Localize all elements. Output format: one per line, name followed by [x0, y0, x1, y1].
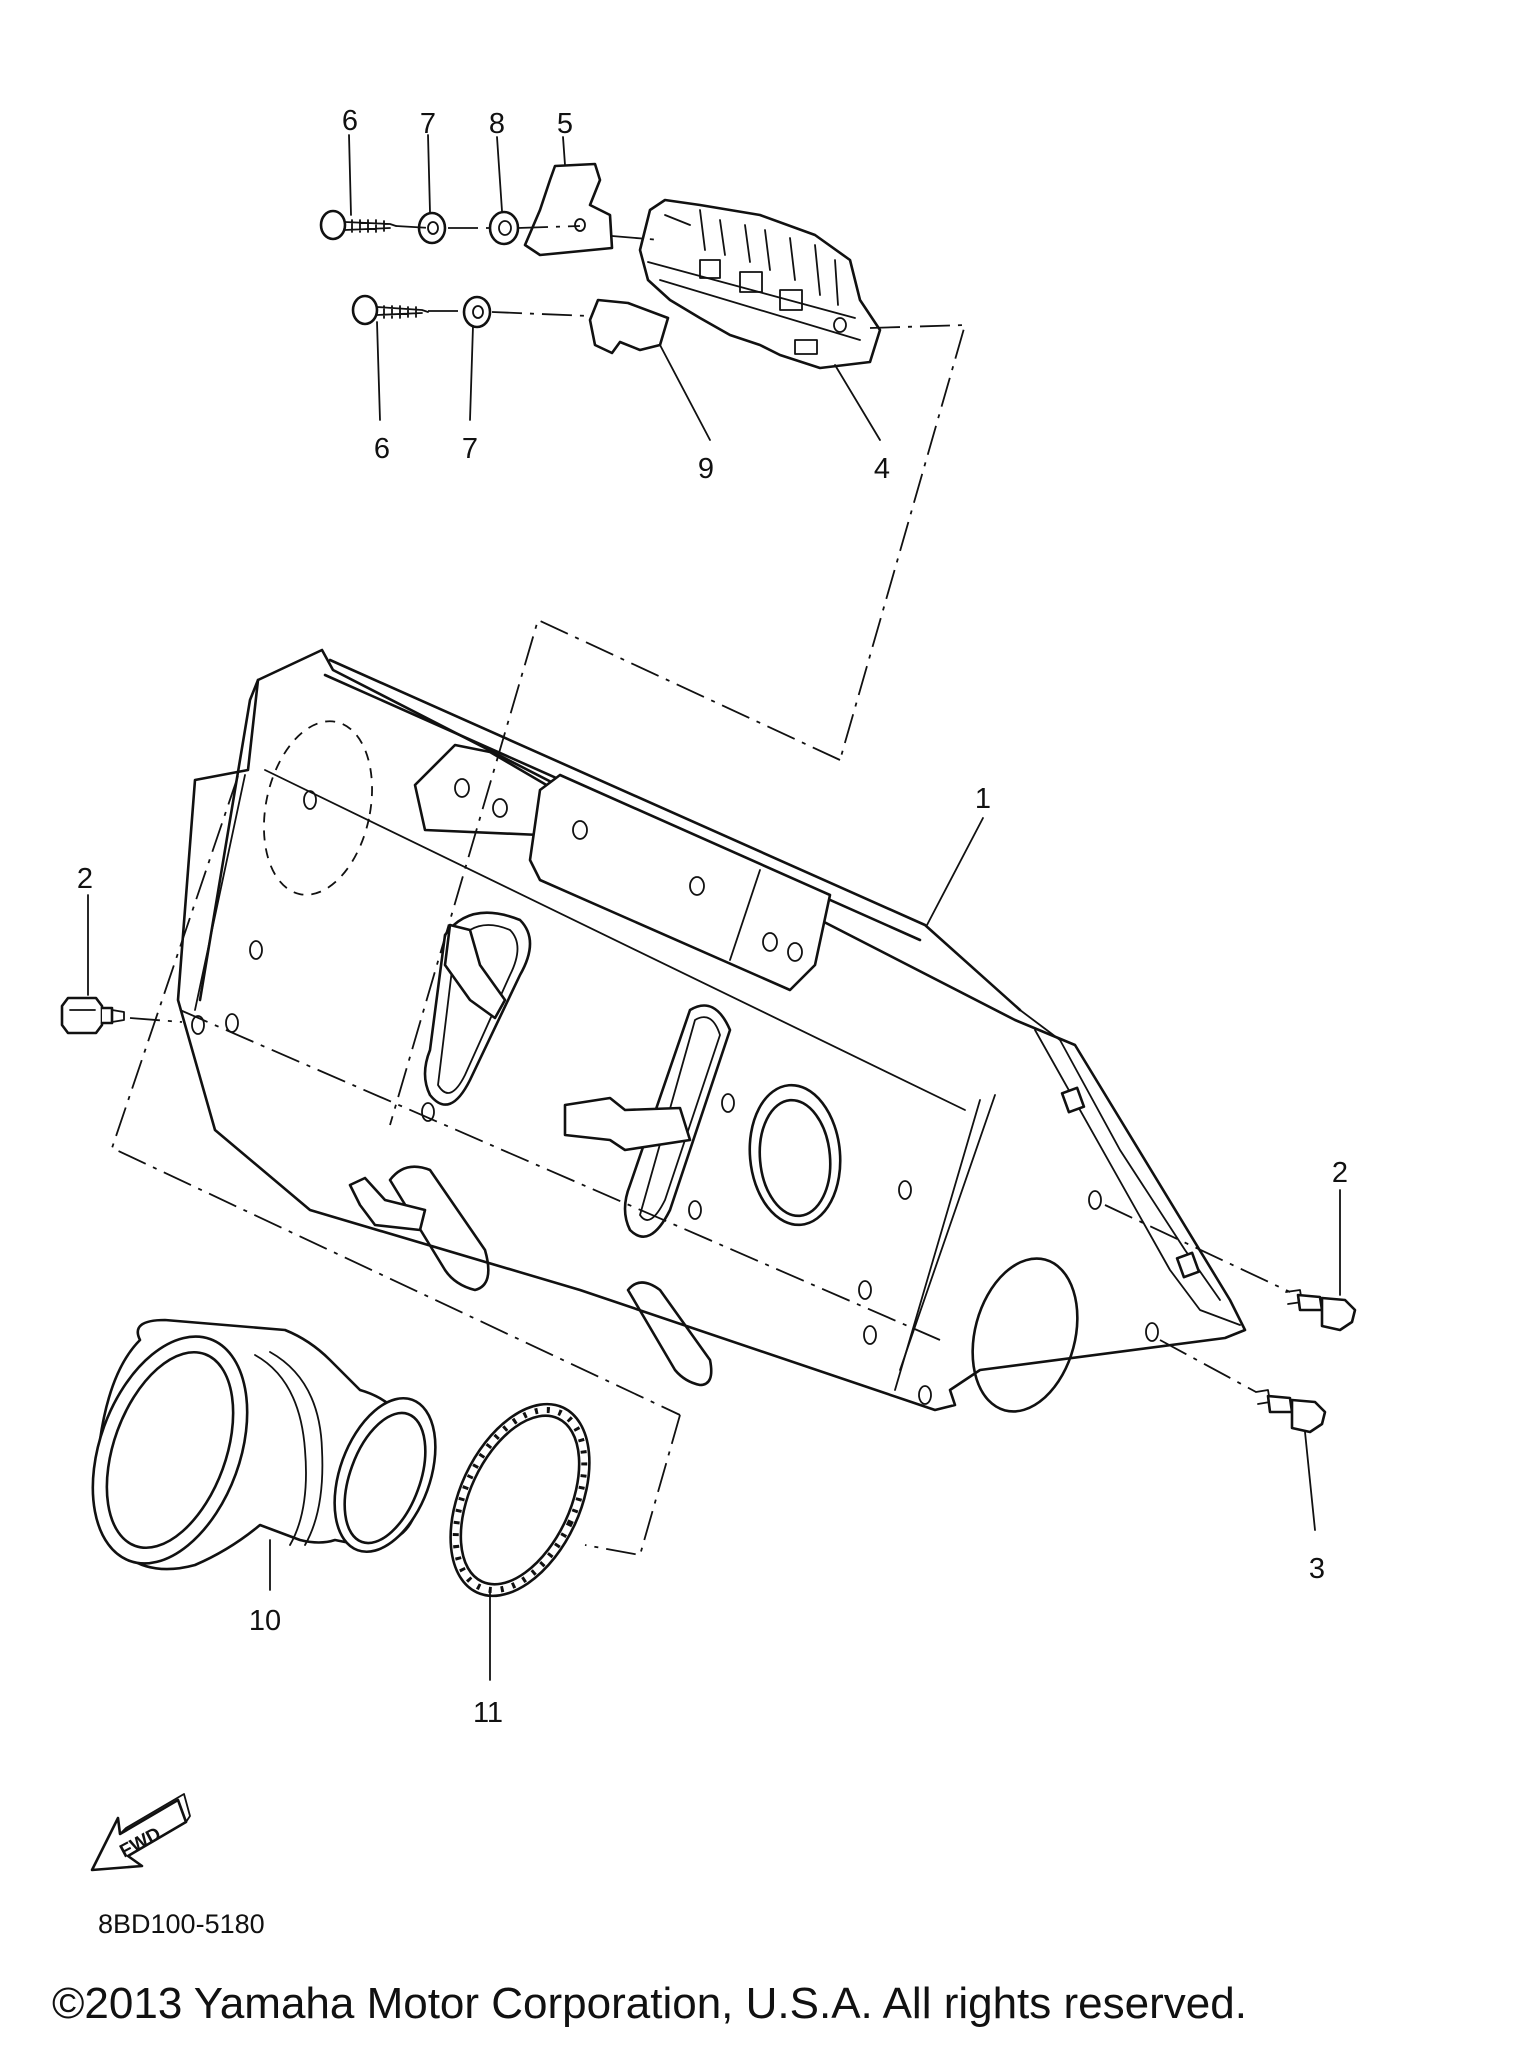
copyright-notice: ©2013 Yamaha Motor Corporation, U.S.A. A…	[52, 1979, 1247, 2028]
label-part-2-left: 2	[77, 863, 93, 895]
label-part-6-lower: 6	[374, 433, 390, 465]
junction-block-4	[638, 198, 882, 370]
label-part-7-lower: 7	[462, 433, 478, 465]
diagram-code: 8BD100-5180	[98, 1909, 265, 1939]
small-bracket-5	[523, 162, 614, 257]
forward-arrow-icon: FWD	[90, 1793, 191, 1872]
label-part-7-upper: 7	[420, 108, 436, 140]
bolt-right-lower	[1255, 1389, 1327, 1434]
bolt-right-upper	[1285, 1289, 1357, 1332]
screw-upper	[319, 209, 397, 241]
seal-ring-11	[449, 1402, 591, 1598]
label-part-6-upper: 6	[342, 105, 358, 137]
intake-duct-10	[91, 1318, 437, 1571]
bolt-left	[60, 996, 125, 1035]
grommet	[488, 210, 520, 246]
label-part-5: 5	[557, 108, 573, 140]
label-part-11: 11	[473, 1697, 503, 1729]
clamp-9	[588, 298, 670, 355]
label-part-10: 10	[249, 1605, 281, 1637]
label-part-3: 3	[1309, 1553, 1325, 1585]
label-part-9: 9	[698, 453, 714, 485]
washer-lower	[462, 295, 492, 329]
label-part-1: 1	[975, 783, 991, 815]
screw-lower	[351, 294, 429, 326]
leader-lines	[87, 134, 1341, 1681]
label-part-2-right: 2	[1332, 1157, 1348, 1189]
label-part-4: 4	[874, 453, 890, 485]
main-panel-bracket	[176, 648, 1247, 1413]
label-part-8: 8	[489, 108, 505, 140]
